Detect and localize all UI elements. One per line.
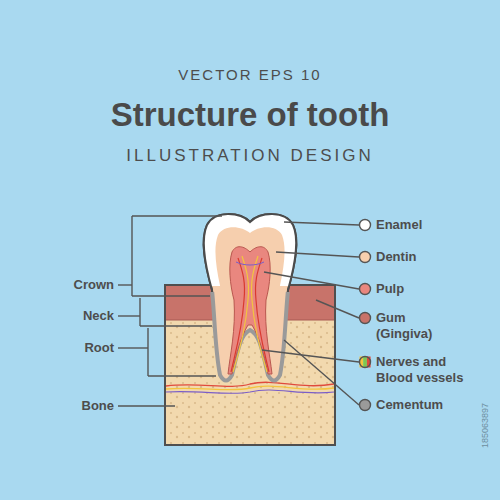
region-label: Neck (30, 308, 114, 324)
part-label: Gum (Gingiva) (376, 310, 456, 341)
region-label: Bone (30, 398, 114, 414)
tooth (204, 214, 297, 380)
part-label: Enamel (376, 217, 486, 233)
part-label: Dentin (376, 249, 486, 265)
subtitle: ILLUSTRATION DESIGN (0, 146, 500, 166)
gum (166, 286, 216, 320)
watermark: 185063897 (480, 370, 491, 480)
part-label: Nerves and Blood vessels (376, 354, 486, 385)
part-label: Cementum (376, 397, 486, 413)
pulp (228, 247, 272, 374)
gum (284, 286, 334, 320)
region-label: Root (30, 340, 114, 356)
part-label: Pulp (376, 281, 486, 297)
title: Structure of tooth (0, 96, 500, 134)
region-label: Crown (30, 277, 114, 293)
subtitle: VECTOR EPS 10 (0, 66, 500, 84)
